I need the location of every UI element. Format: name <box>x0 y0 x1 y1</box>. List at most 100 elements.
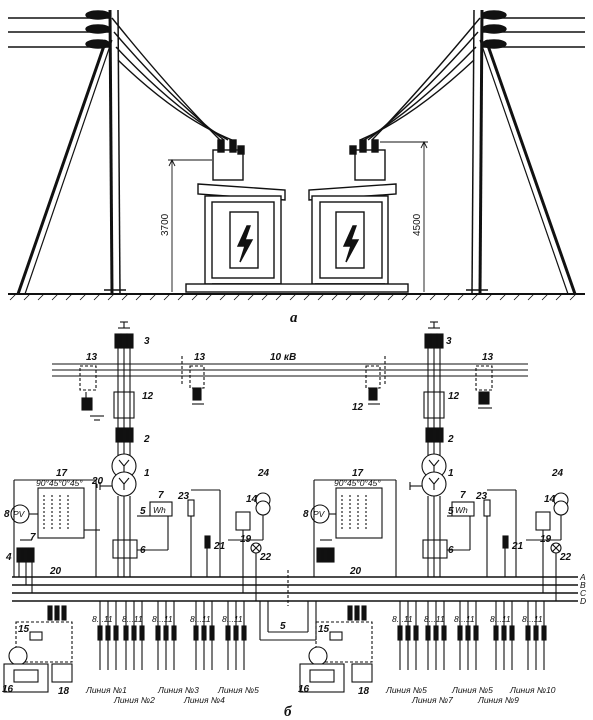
callout-14: 14 <box>246 494 258 505</box>
callout-2: 2 <box>447 434 454 445</box>
line-label-8: Линия №5 <box>451 685 493 695</box>
callout-17: 17 <box>352 468 364 479</box>
callout-16: 16 <box>2 684 14 695</box>
left-incoming <box>96 321 138 577</box>
bus-label: 10 кВ <box>270 352 296 363</box>
left-disconnector-13 <box>79 365 205 421</box>
left-transformer <box>197 139 286 285</box>
callout-12: 12 <box>352 402 364 413</box>
callout-18: 18 <box>58 686 70 697</box>
callout-20: 20 <box>91 476 104 487</box>
line-label-10: Линия №10 <box>509 685 556 695</box>
right-incoming <box>409 321 448 577</box>
left-pole <box>8 9 233 295</box>
caption-b: б <box>284 704 292 720</box>
section-link-5 <box>259 601 317 641</box>
line-label-1: Линия №1 <box>85 685 127 695</box>
callout-22: 22 <box>559 552 572 563</box>
callout-8: 8 <box>303 509 309 520</box>
callout-21: 21 <box>213 541 226 552</box>
callout-17: 17 <box>56 468 68 479</box>
feeder-range: 8...11 <box>190 614 211 624</box>
lv-busbar <box>12 576 578 602</box>
feeder-range: 8...11 <box>392 614 413 624</box>
right-pole <box>359 9 585 295</box>
feeder-range: 8...11 <box>152 614 173 624</box>
right-lower-aux <box>299 605 373 693</box>
left-panel-17 <box>10 479 100 577</box>
callout-19: 19 <box>540 534 552 545</box>
right-panel-17 <box>310 479 397 577</box>
callout-8: 8 <box>4 509 10 520</box>
callout-6: 6 <box>448 545 454 556</box>
foundation <box>185 283 409 293</box>
callout-24: 24 <box>551 468 564 479</box>
feeder-range: 8...11 <box>490 614 511 624</box>
callout-21: 21 <box>511 541 524 552</box>
callout-7: 7 <box>30 532 36 543</box>
left-meter-label: Wh <box>153 505 166 515</box>
callout-12: 12 <box>142 391 154 402</box>
callout-5: 5 <box>280 621 286 632</box>
line-label-9: Линия №9 <box>477 695 519 705</box>
feeder-range: 8...11 <box>122 614 143 624</box>
part-b-schematic <box>3 321 578 693</box>
right-meter-label: Wh <box>455 505 468 515</box>
callout-4: 4 <box>5 552 12 563</box>
hv-busbar <box>52 363 528 377</box>
dimension-right <box>380 140 428 292</box>
feeder-range: 8...11 <box>522 614 543 624</box>
callout-5: 5 <box>140 506 146 517</box>
callout-12: 12 <box>448 391 460 402</box>
callout-23: 23 <box>177 491 190 502</box>
feeder-range: 8...11 <box>424 614 445 624</box>
line-label-5: Линия №5 <box>217 685 259 695</box>
callout-1: 1 <box>448 468 454 479</box>
left-arrester-4 <box>16 539 35 593</box>
callout-22: 22 <box>259 552 272 563</box>
right-switch-positions: 90°45°0°45° <box>334 478 381 488</box>
phase-a: A <box>579 572 586 582</box>
callout-2: 2 <box>143 434 150 445</box>
ground-hatching <box>9 293 577 301</box>
line-label-2: Линия №2 <box>113 695 155 705</box>
phase-c: C <box>580 588 587 598</box>
line-label-4: Линия №4 <box>183 695 225 705</box>
right-voltmeter-label: PV <box>313 509 326 519</box>
callout-3: 3 <box>446 336 452 347</box>
right-disconnectors <box>365 365 493 409</box>
right-feeders <box>397 601 547 670</box>
right-arrester-4 <box>316 539 335 563</box>
part-a-elevation <box>8 9 585 301</box>
left-kwh-meter <box>137 501 173 551</box>
callout-14: 14 <box>544 494 556 505</box>
right-kwh-meter <box>447 501 475 551</box>
line-label-3: Линия №3 <box>157 685 199 695</box>
callout-15: 15 <box>318 624 330 635</box>
line-label-7: Линия №7 <box>411 695 453 705</box>
left-lower-aux <box>3 605 73 693</box>
caption-a: а <box>290 310 298 326</box>
dim-right-label: 4500 <box>412 213 423 236</box>
line-label-6: Линия №5 <box>385 685 427 695</box>
callout-3: 3 <box>144 336 150 347</box>
right-transformer <box>308 139 397 285</box>
right-aux <box>483 489 569 601</box>
callout-23: 23 <box>475 491 488 502</box>
left-voltmeter-label: PV <box>13 509 26 519</box>
callout-18: 18 <box>358 686 370 697</box>
dim-left-label: 3700 <box>160 213 171 236</box>
callout-7: 7 <box>460 490 466 501</box>
callout-13: 13 <box>86 352 98 363</box>
callout-15: 15 <box>18 624 30 635</box>
callout-6: 6 <box>140 545 146 556</box>
callout-20: 20 <box>49 566 62 577</box>
dimension-left <box>168 158 212 292</box>
callout-13: 13 <box>194 352 206 363</box>
feeder-range: 8...11 <box>92 614 113 624</box>
callout-19: 19 <box>240 534 252 545</box>
callout-1: 1 <box>144 468 150 479</box>
callout-13: 13 <box>482 352 494 363</box>
callout-16: 16 <box>298 684 310 695</box>
